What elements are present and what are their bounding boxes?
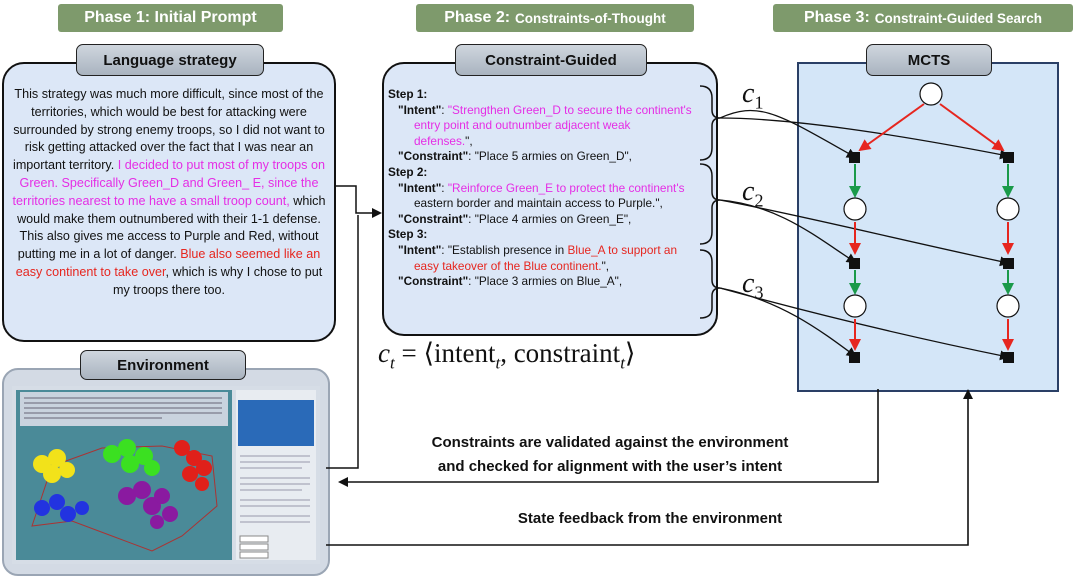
node-right-2	[996, 294, 1020, 318]
brace-step3	[699, 249, 721, 319]
brace-step1	[699, 85, 721, 161]
node-root	[919, 82, 943, 106]
formula: ct = ⟨intentt, constraintt⟩	[378, 338, 636, 373]
step-intent: "Intent": "Establish presence in Blue_A …	[398, 242, 677, 273]
arrow-c3-right	[719, 287, 1010, 361]
constraint-guided-tab: Constraint-Guided	[455, 44, 647, 76]
language-strategy-tab: Language strategy	[76, 44, 264, 76]
arrow-c1-right	[719, 117, 1010, 160]
mcts-tab: MCTS	[866, 44, 992, 76]
node-right-1	[996, 197, 1020, 221]
node-left-1	[843, 197, 867, 221]
environment-tab: Environment	[80, 350, 246, 380]
step-constraint: "Constraint": "Place 4 armies on Green_E…	[398, 211, 632, 226]
step-label: Step 3:	[388, 227, 428, 242]
caption-validate-line1: Constraints are validated against the en…	[431, 434, 789, 451]
label-c2: c2	[742, 176, 764, 211]
mcts-panel	[797, 62, 1059, 392]
action-left-3	[849, 352, 860, 363]
arrow-c2-left	[719, 199, 857, 264]
line-environment-to-constraints	[326, 215, 359, 469]
environment-map-image	[12, 386, 320, 564]
phase1-header: Phase 1: Initial Prompt	[58, 4, 283, 32]
phase2-header: Phase 2:Constraints-of-Thought	[416, 4, 694, 32]
action-left-2	[849, 258, 860, 269]
edge-root-left	[858, 103, 925, 152]
arrow-c2-right	[719, 199, 1010, 267]
phase3-header: Phase 3:Constraint-Guided Search	[773, 4, 1073, 32]
constraint-steps: Step 1:"Intent": "Strengthen Green_D to …	[388, 87, 710, 290]
caption-validate-line2: and checked for alignment with the user’…	[437, 458, 783, 475]
label-c1: c1	[742, 78, 764, 113]
strategy-text: This strategy was much more difficult, s…	[12, 87, 326, 297]
arrow-validate-to-environment	[338, 389, 879, 487]
step-intent: "Intent": "Strengthen Green_D to secure …	[398, 102, 692, 148]
brace-step2	[699, 163, 721, 245]
step-block: Step 2:"Intent": "Reinforce Green_E to p…	[388, 165, 710, 227]
label-c3: c3	[742, 268, 764, 303]
step-label: Step 2:	[388, 164, 428, 179]
step-block: Step 1:"Intent": "Strengthen Green_D to …	[388, 87, 710, 165]
edge-root-right	[939, 103, 1005, 152]
constraint-guided-panel	[382, 62, 718, 336]
node-left-2	[843, 294, 867, 318]
arrow-feedback-to-mcts	[326, 389, 973, 546]
step-constraint: "Constraint": "Place 5 armies on Green_D…	[398, 149, 632, 164]
arrow-c1-left	[719, 109, 857, 158]
arrow-c3-left	[719, 287, 857, 358]
arrow-strategy-to-constraints	[334, 185, 382, 218]
action-right-2	[1003, 258, 1014, 269]
action-right-1	[1003, 152, 1014, 163]
environment-screenshot	[12, 386, 320, 564]
action-left-1	[849, 152, 860, 163]
language-strategy-panel	[2, 62, 336, 342]
caption-feedback: State feedback from the environment	[517, 510, 783, 527]
step-label: Step 1:	[388, 87, 428, 101]
step-constraint: "Constraint": "Place 3 armies on Blue_A"…	[398, 274, 623, 289]
step-block: Step 3:"Intent": "Establish presence in …	[388, 227, 710, 289]
step-intent: "Intent": "Reinforce Green_E to protect …	[398, 180, 685, 211]
action-right-3	[1003, 352, 1014, 363]
